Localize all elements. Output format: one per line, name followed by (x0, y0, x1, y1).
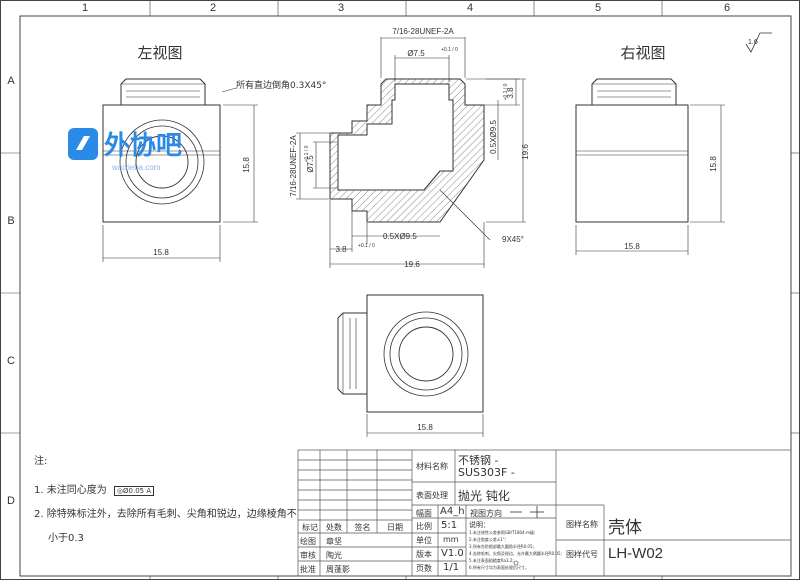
zone-col-6: 6 (724, 2, 730, 14)
version-value: V1.0 (441, 548, 464, 559)
zone-row-b: B (7, 215, 14, 227)
material-value-1: 不锈钢 - (458, 454, 499, 467)
zone-row-c: C (7, 355, 15, 367)
surface-label: 表面处理 (416, 491, 448, 500)
unit-label: 单位 (416, 536, 432, 545)
part-code: LH-W02 (608, 545, 664, 562)
material-label: 材料名称 (416, 462, 448, 471)
note-2-line1: 2. 除特殊标注外，去除所有毛刺、尖角和锐边，边缘棱角不 (34, 509, 297, 520)
explain-list: 1.未注线性公差参照GB/T1804-m级; 2.未注角度公差±1°; 3.所有… (469, 529, 562, 571)
concentricity-frame: ◎Ø0.05 A (113, 486, 155, 496)
note-1: 1. 未注同心度为 ◎Ø0.05 A (34, 481, 297, 496)
bottom-view-dims (366, 414, 484, 437)
svg-text:1.6: 1.6 (748, 39, 758, 46)
zone-col-3: 3 (338, 2, 344, 14)
approve-name: 周蓬影 (326, 565, 350, 574)
dim-cone: 9X45° (502, 235, 524, 244)
dim-top-dia: Ø7.5 (407, 49, 425, 58)
draw-label: 绘图 (300, 537, 316, 546)
dim-chamfer-note: 所有直边倒角0.3X45° (236, 79, 326, 91)
pages-label: 页数 (416, 564, 432, 573)
unit-value: mm (443, 535, 459, 544)
watermark-url: waixieba.com (111, 163, 161, 172)
section-view-dims (296, 37, 526, 268)
general-notes: 注: 1. 未注同心度为 ◎Ø0.05 A 2. 除特殊标注外，去除所有毛刺、尖… (34, 452, 297, 553)
dim-width-196: 19.6 (404, 260, 420, 269)
scale-value: 5:1 (441, 520, 458, 531)
rev-col-sign: 签名 (354, 523, 371, 532)
dim-bottom-step: 3.8 (335, 245, 347, 254)
dim-right-step: 3.8 (506, 87, 515, 99)
explain-line: 5.未注表面粗糙度Ra3.2; (469, 558, 514, 563)
zone-col-1: 1 (82, 2, 88, 14)
dim-left-width: 15.8 (153, 248, 169, 257)
notes-title: 注: (34, 456, 48, 467)
explain-line: 1.未注线性公差参照GB/T1804-m级; (469, 530, 536, 535)
right-view-title: 右视图 (620, 44, 665, 62)
dim-right-height: 15.8 (709, 156, 718, 172)
part-name: 壳体 (608, 518, 642, 538)
left-view-title: 左视图 (137, 44, 182, 62)
zone-col-5: 5 (595, 2, 601, 14)
dim-left-dia-tol: +0.1 / 0 (304, 145, 310, 162)
explain-line: 6.所有尺寸均为表面处理后尺寸。 (469, 565, 529, 570)
explain-title: 说明： (469, 521, 490, 529)
watermark-logo: 外协吧 waixieba.com (68, 128, 182, 172)
right-view-dims (575, 104, 725, 255)
rev-col-count: 处数 (326, 523, 342, 532)
part-name-label: 图样名称 (566, 520, 598, 529)
dim-right-chamfer: 0.5XØ9.5 (489, 120, 498, 154)
dim-top-thread: 7/16-28UNEF-2A (392, 27, 454, 36)
left-view-dims (102, 87, 258, 262)
rev-col-mark: 标记 (302, 523, 318, 532)
dim-right-step-tol: +0.1 / 0 (503, 83, 509, 100)
zone-col-2: 2 (210, 2, 216, 14)
check-name: 陶光 (326, 551, 342, 560)
zone-labels: 1 2 3 4 5 6 A B C D (7, 2, 730, 507)
watermark-brand: 外协吧 (104, 131, 182, 161)
dim-height-196: 19.6 (521, 144, 530, 160)
part-code-label: 图样代号 (566, 550, 598, 559)
surface-value: 抛光 钝化 (458, 489, 510, 503)
material-value-2: SUS303F - (458, 466, 515, 479)
approve-label: 批准 (300, 565, 316, 574)
note-1-text: 1. 未注同心度为 (34, 485, 107, 496)
dim-left-dia: Ø7.5 (306, 155, 315, 173)
bottom-view (337, 294, 484, 413)
dim-bottom-width: 15.8 (417, 423, 433, 432)
note-2-line2: 小于0.3 (48, 533, 84, 544)
zone-row-d: D (7, 495, 15, 507)
sheet-value: A4_h (440, 506, 465, 517)
draw-name: 章坚 (326, 537, 342, 546)
left-view (102, 78, 221, 223)
zone-row-a: A (7, 75, 15, 87)
dim-left-thread: 7/16-28UNEF-2A (289, 135, 298, 197)
title-block (297, 449, 792, 577)
explain-line: 4.去除毛刺，尖角及锐边，允许最大倒圆半径R0.05; (469, 551, 562, 556)
pages-value: 1/1 (443, 562, 460, 573)
dim-right-width: 15.8 (624, 242, 640, 251)
view-dir-label: 视图方向 (470, 509, 502, 518)
check-label: 审核 (300, 551, 316, 560)
dim-top-dia-tol: +0.1 / 0 (441, 47, 458, 53)
rev-col-date: 日期 (387, 523, 403, 532)
scale-label: 比例 (416, 522, 432, 531)
dim-bottom-step-tol: +0.1 / 0 (358, 243, 375, 249)
zone-col-4: 4 (467, 2, 473, 14)
dim-left-height: 15.8 (242, 157, 251, 173)
version-label: 版本 (416, 550, 432, 559)
right-view (575, 78, 689, 223)
view-direction-symbol (510, 506, 544, 566)
sheet-label: 幅面 (416, 509, 432, 518)
section-view (329, 78, 485, 223)
explain-line: 2.未注角度公差±1°; (469, 537, 507, 542)
explain-line: 3.所有台阶根部最大圆角半径R0.05; (469, 544, 534, 549)
dim-bottom-chamfer: 0.5XØ9.5 (383, 232, 417, 241)
roughness-symbol: 1.6 (745, 32, 772, 53)
